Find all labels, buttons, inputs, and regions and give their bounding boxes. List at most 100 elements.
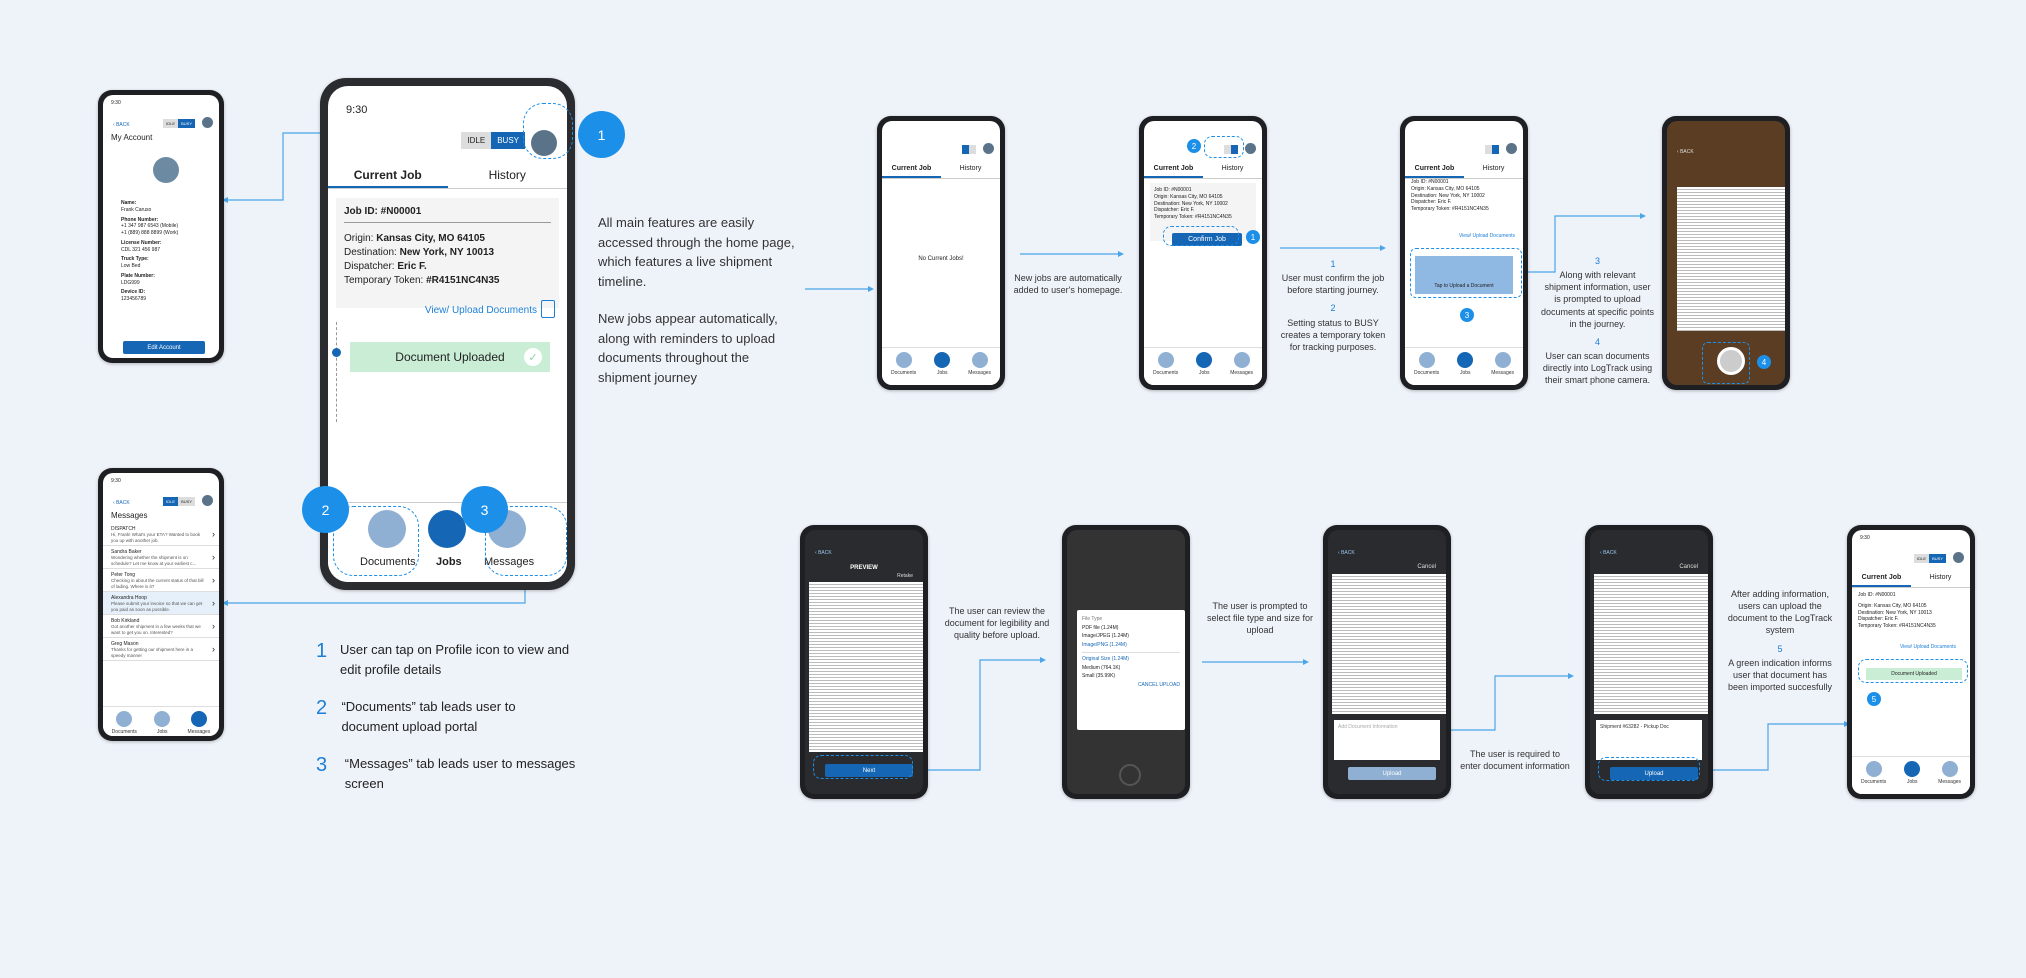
tab-history[interactable]: History	[1929, 574, 1952, 581]
tab-jobs[interactable]: Jobs	[934, 352, 951, 376]
document-info-input[interactable]: Add Document Information	[1334, 720, 1440, 760]
tab-current-job[interactable]: Current Job	[1852, 574, 1911, 587]
option-medium[interactable]: Medium (764.1K)	[1082, 664, 1121, 671]
tab-bar: Current Job History	[882, 165, 1000, 179]
profile-avatar[interactable]	[1506, 143, 1517, 154]
modal-actions[interactable]: CANCEL UPLOAD	[1137, 681, 1180, 688]
tab-documents[interactable]: Documents	[1414, 352, 1439, 376]
badge-1: 1	[578, 111, 625, 158]
option-small[interactable]: Small (35.99K)	[1082, 673, 1116, 679]
view-upload-link[interactable]: View/ Upload Documents	[1458, 233, 1515, 239]
back-link[interactable]: ‹ BACK	[113, 500, 130, 506]
tab-history[interactable]: History	[1482, 165, 1505, 172]
tab-messages[interactable]: Messages	[1938, 761, 1961, 785]
back-link[interactable]: ‹ BACK	[113, 122, 130, 128]
edit-account-button[interactable]: Edit Account	[123, 341, 205, 354]
confirm-highlight	[1163, 226, 1239, 246]
token-value: #R4151NC4N35	[426, 275, 500, 286]
tab-current-job[interactable]: Current Job	[1405, 165, 1464, 178]
documents-highlight	[333, 506, 419, 576]
view-upload-link[interactable]: View/ Upload Documents	[1899, 644, 1956, 650]
view-upload-link[interactable]: View/ Upload Documents	[424, 305, 537, 316]
profile-avatar[interactable]	[202, 117, 213, 128]
tab-documents[interactable]: Documents	[1861, 761, 1886, 785]
profile-avatar[interactable]	[1953, 552, 1964, 563]
idle-option[interactable]: IDLE	[163, 497, 179, 506]
back-link[interactable]: ‹ BACK	[815, 550, 832, 556]
origin-value: Kansas City, MO 64105	[376, 233, 485, 244]
upload-button-disabled[interactable]: Upload	[1348, 767, 1436, 780]
job-token: Temporary Token: #R4151NC4N35	[1154, 214, 1232, 220]
tab-history[interactable]: History	[959, 165, 982, 172]
field-value: CDL 321 456 987	[121, 246, 161, 253]
tab-jobs[interactable]: Jobs	[1457, 352, 1474, 376]
status-toggle[interactable]	[1223, 145, 1238, 154]
tab-jobs[interactable]: Jobs	[154, 711, 171, 735]
idle-option[interactable]: IDLE	[461, 132, 492, 149]
option-original[interactable]: Original Size (1.24M)	[1082, 652, 1180, 664]
option-pdf[interactable]: PDF file (1.24M)	[1082, 624, 1119, 631]
profile-avatar[interactable]	[202, 495, 213, 506]
back-label: BACK	[1603, 550, 1617, 556]
jobs-icon[interactable]	[428, 510, 466, 548]
busy-option[interactable]: BUSY	[178, 119, 195, 128]
tab-messages[interactable]: Messages	[1491, 352, 1514, 376]
cancel-button[interactable]: Cancel	[1417, 564, 1436, 570]
tab-messages[interactable]: Messages	[1230, 352, 1253, 376]
status-toggle[interactable]	[1484, 145, 1499, 154]
messages-icon	[1941, 761, 1958, 777]
confirm-job-button[interactable]: Confirm Job	[1172, 233, 1242, 246]
tab-messages[interactable]: Messages	[188, 711, 210, 735]
option-jpeg[interactable]: Image/JPEG (1.24M)	[1082, 633, 1129, 639]
option-png[interactable]: Image/PNG (1.24M)	[1082, 641, 1127, 648]
tab-documents[interactable]: Documents	[891, 352, 916, 376]
shutter-button[interactable]	[1717, 347, 1745, 375]
tab-jobs[interactable]: Jobs	[1196, 352, 1213, 376]
tab-jobs[interactable]: Jobs	[1904, 761, 1921, 785]
upload-button[interactable]: Upload	[1610, 767, 1698, 780]
tab-jobs[interactable]: Jobs	[436, 556, 462, 568]
next-button[interactable]: Next	[825, 764, 913, 777]
tab-current-job[interactable]: Current Job	[328, 168, 448, 188]
tab-documents[interactable]: Documents	[112, 711, 137, 735]
back-link[interactable]: ‹ BACK	[1600, 550, 1617, 556]
back-link[interactable]: ‹ BACK	[1677, 149, 1694, 155]
upload-drop-area[interactable]: Tap to Upload a Document	[1415, 256, 1513, 294]
tab-history[interactable]: History	[1221, 165, 1244, 172]
cancel-button[interactable]: Cancel	[1679, 564, 1698, 570]
profile-avatar[interactable]	[983, 143, 994, 154]
idle-option[interactable]: IDLE	[1914, 554, 1930, 563]
tab-messages[interactable]: Messages	[968, 352, 991, 376]
tab-current-job[interactable]: Current Job	[882, 165, 941, 178]
busy-option[interactable]: BUSY	[1929, 554, 1946, 563]
message-preview: Thanks for getting our shipment here in …	[111, 647, 194, 658]
sender-name: Bob Kirkland	[111, 618, 140, 624]
tab-documents[interactable]: Documents	[1153, 352, 1178, 376]
job-details: Origin: Kansas City, MO 64105 Destinatio…	[344, 232, 499, 288]
tab-bar: Current Job History	[1144, 165, 1262, 179]
document-info-input[interactable]: Shipment #63282 - Pickup Doc	[1596, 720, 1702, 760]
idle-option[interactable]: IDLE	[163, 119, 179, 128]
back-link[interactable]: ‹ BACK	[1338, 550, 1355, 556]
profile-avatar[interactable]	[1245, 143, 1256, 154]
busy-option[interactable]: BUSY	[491, 132, 525, 149]
busy-option[interactable]: BUSY	[178, 497, 195, 506]
tab-label: Documents	[1860, 779, 1887, 785]
status-toggle[interactable]	[961, 145, 976, 154]
tab-history[interactable]: History	[488, 168, 526, 182]
job-card[interactable]: Job ID: #N00001 Origin: Kansas City, MO …	[336, 198, 559, 308]
document-icon[interactable]	[541, 300, 555, 318]
retake-button[interactable]: Retake	[897, 573, 913, 579]
tab-current-job[interactable]: Current Job	[1144, 165, 1203, 178]
